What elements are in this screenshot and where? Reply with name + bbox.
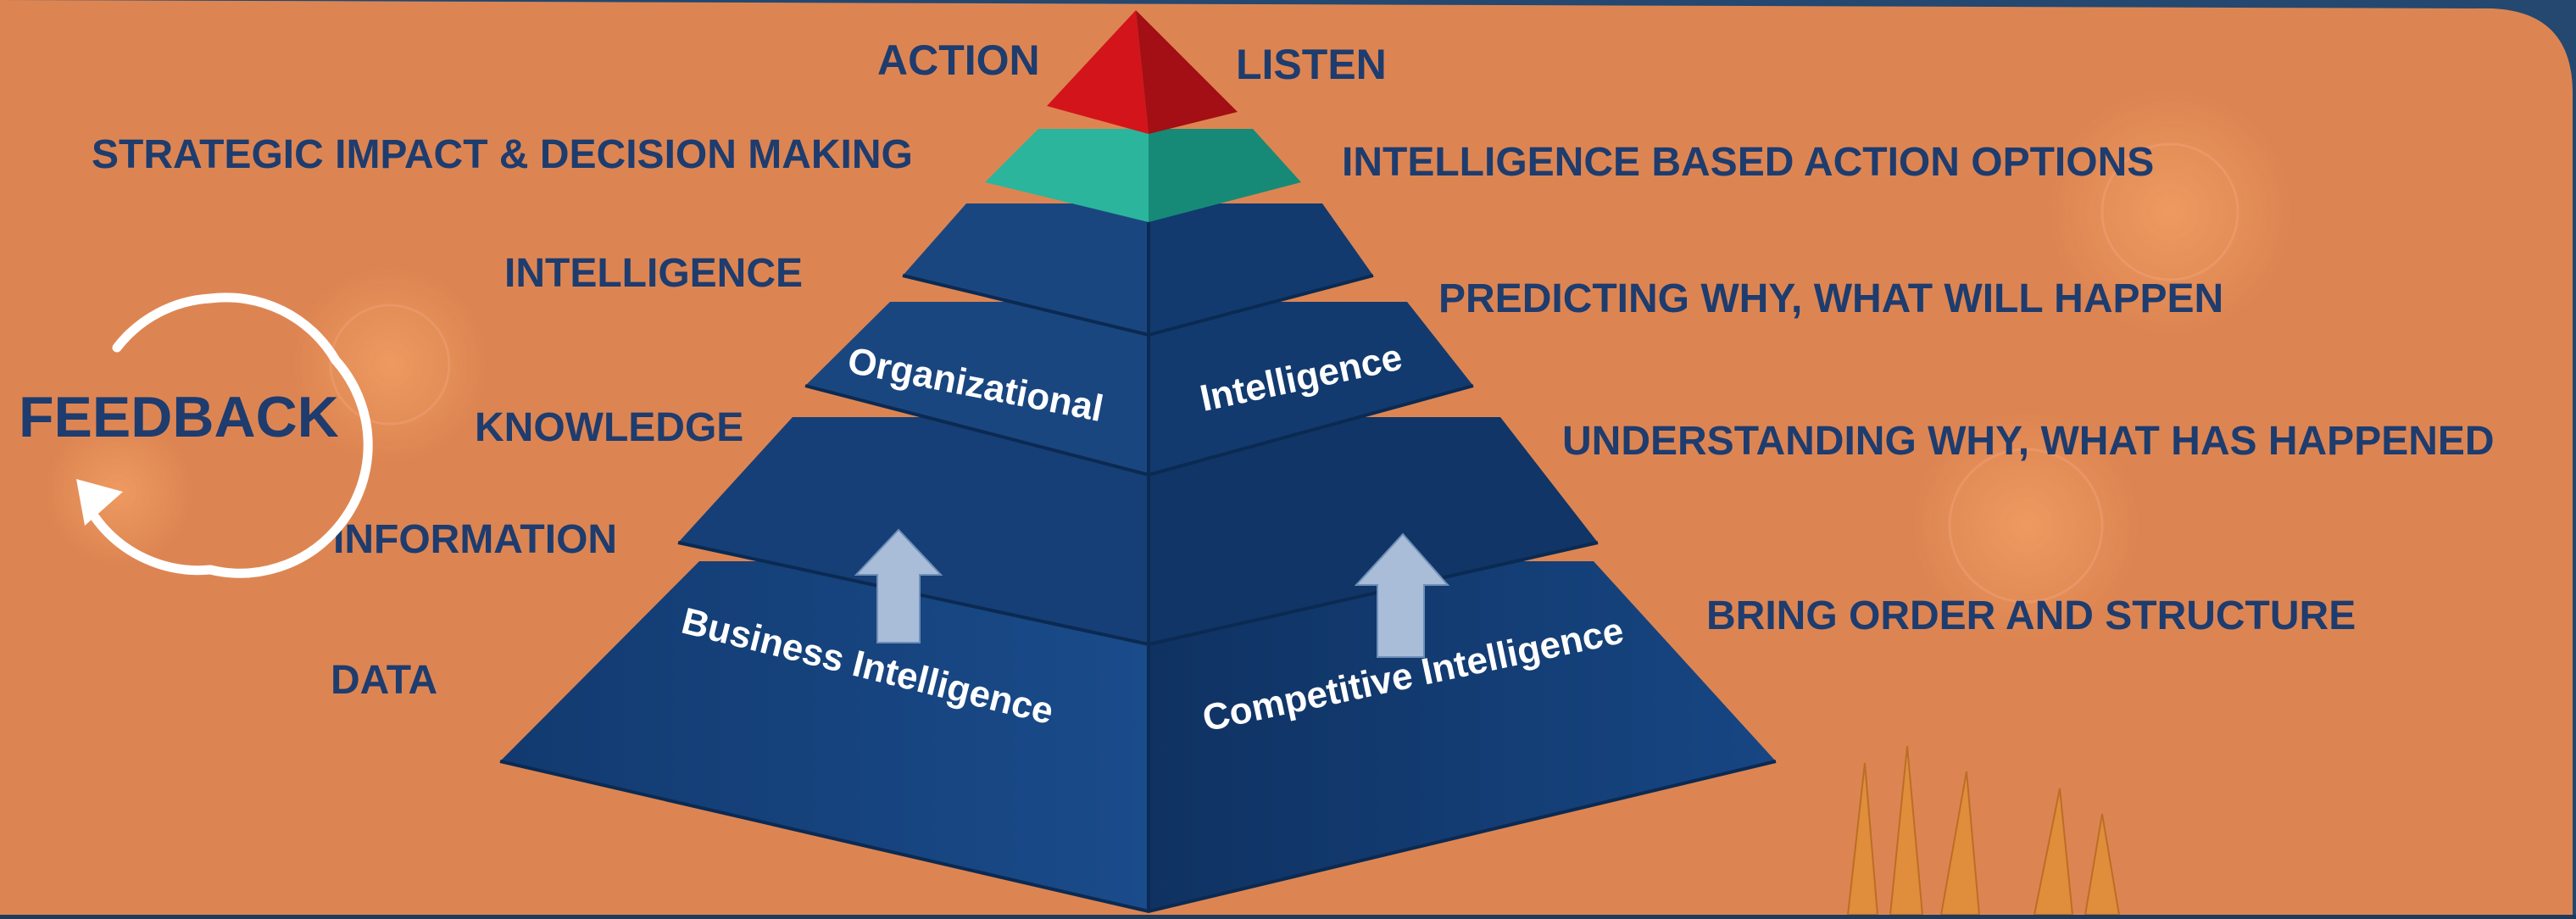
pyramid-apex-left xyxy=(1047,10,1149,134)
level-label: INFORMATION xyxy=(333,517,617,562)
label-listen: LISTEN xyxy=(1236,41,1387,88)
pyramid-layer-strategic-right xyxy=(1149,129,1301,222)
background-decoration xyxy=(42,85,2297,916)
level-label: DATA xyxy=(331,658,437,703)
pyramid-layer-knowledge-right xyxy=(1149,302,1473,475)
pyramid-apex-right xyxy=(1136,10,1238,134)
pyramid-ledges xyxy=(499,203,1777,914)
level-label: KNOWLEDGE xyxy=(475,405,743,450)
refresh-cycle-icon xyxy=(76,292,373,578)
pyramid-layer-data-right xyxy=(1149,561,1776,911)
pyramid-layer-strategic-left xyxy=(985,129,1149,222)
pyramid-layer-information-right xyxy=(1149,417,1598,644)
pyramid-layer-intelligence-left xyxy=(903,203,1149,335)
description-label: INTELLIGENCE BASED ACTION OPTIONS xyxy=(1342,140,2154,185)
pyramid-layer-intelligence-right xyxy=(1149,203,1373,335)
description-label: PREDICTING WHY, WHAT WILL HAPPEN xyxy=(1438,276,2223,321)
label-action: ACTION xyxy=(877,36,1040,84)
arrow-up-icon xyxy=(854,528,943,643)
description-label: BRING ORDER AND STRUCTURE xyxy=(1706,593,2356,638)
pyramid-layer-knowledge-left xyxy=(805,302,1149,475)
feedback-label: FEEDBACK xyxy=(19,385,339,449)
pyramid-layer-data-left xyxy=(500,561,1149,911)
description-label: UNDERSTANDING WHY, WHAT HAS HAPPENED xyxy=(1562,419,2495,464)
level-label: INTELLIGENCE xyxy=(504,251,803,296)
arrow-up-icon xyxy=(1354,532,1450,658)
level-label: STRATEGIC IMPACT & DECISION MAKING xyxy=(92,132,913,177)
pyramid-layer-information-left xyxy=(678,417,1149,644)
